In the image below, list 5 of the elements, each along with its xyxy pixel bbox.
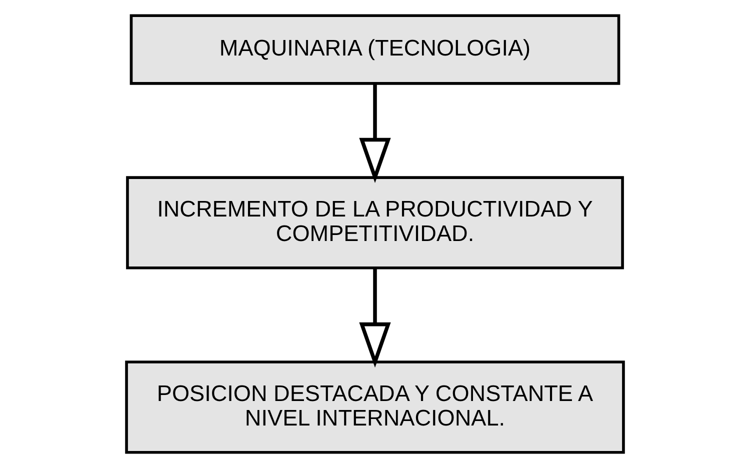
- arrow: [358, 268, 390, 368]
- node-box: POSICION DESTACADA Y CONSTANTE A NIVEL INTERNACIONAL.: [124, 360, 624, 454]
- arrow: [358, 84, 390, 184]
- node-box: MAQUINARIA (TECNOLOGIA): [129, 14, 620, 85]
- node-box: INCREMENTO DE LA PRODUCTIVIDAD Y COMPETITIVIDAD.: [126, 176, 624, 270]
